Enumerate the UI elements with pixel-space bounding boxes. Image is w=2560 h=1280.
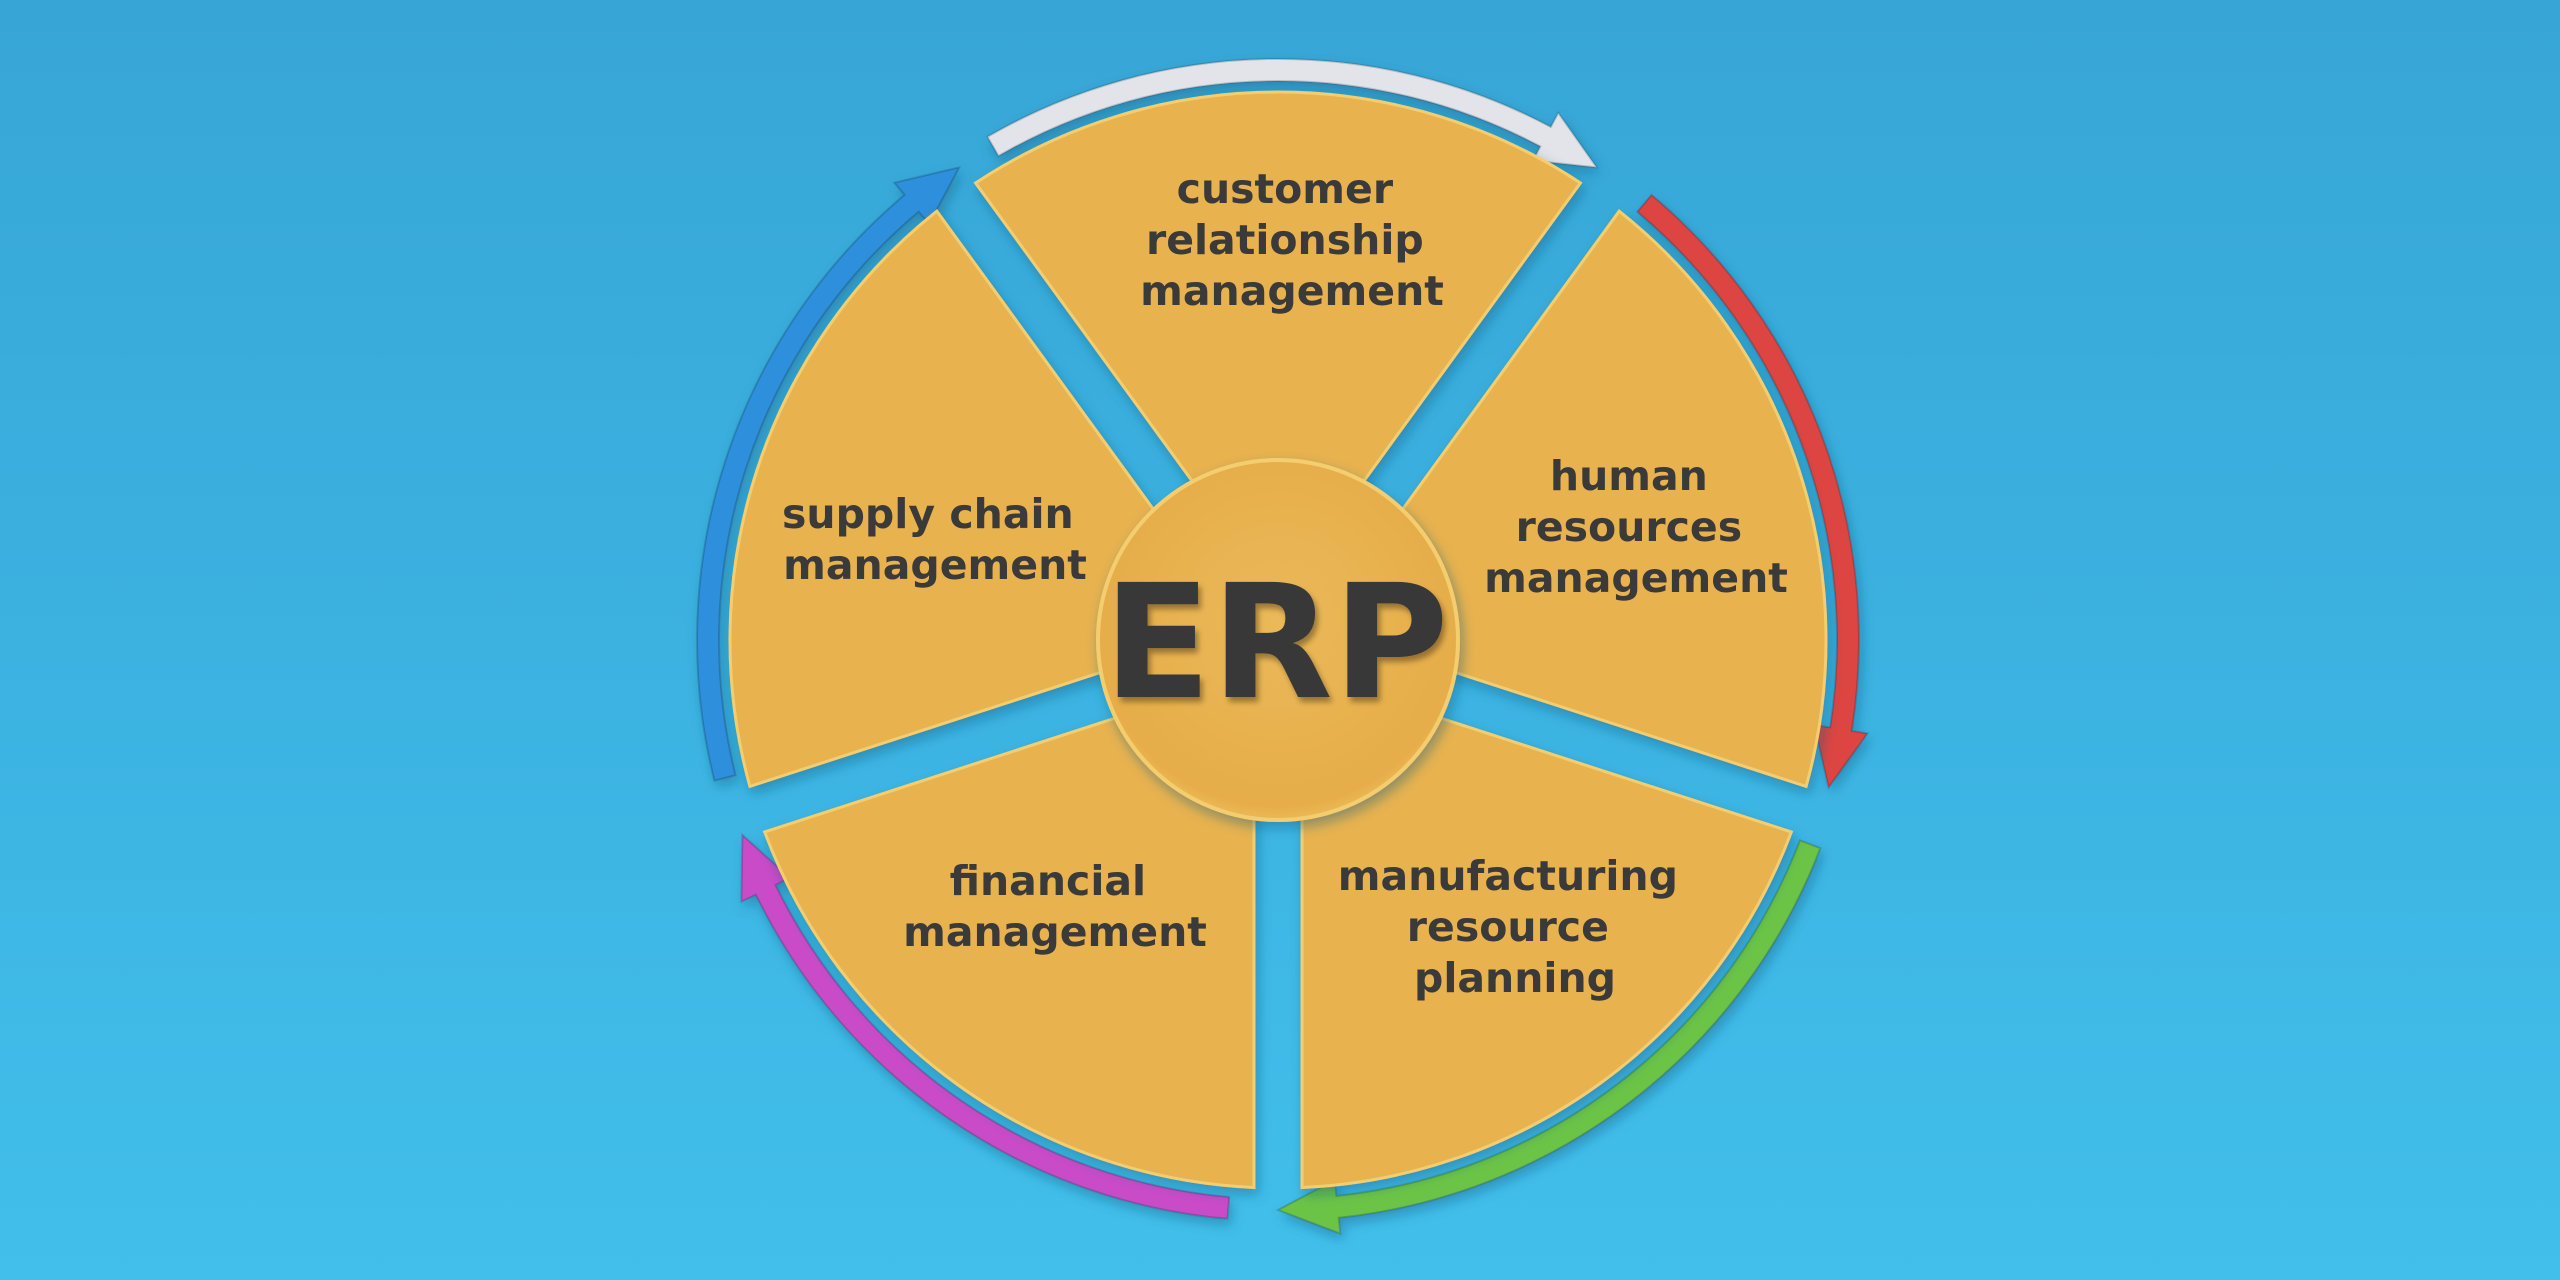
label-line: manufacturing xyxy=(1338,852,1678,900)
label-financial-management: financial management xyxy=(903,857,1207,956)
label-line: resource xyxy=(1407,903,1609,951)
arrow-red-icon xyxy=(1635,193,1870,790)
label-line: management xyxy=(783,541,1087,589)
label-line: management xyxy=(903,908,1207,956)
segment-scm xyxy=(728,209,1173,789)
label-line: supply chain xyxy=(782,490,1074,538)
arrow-white-icon xyxy=(986,58,1599,169)
center-hub: ERP xyxy=(1096,458,1460,822)
label-line: management xyxy=(1484,554,1788,602)
center-label: ERP xyxy=(1103,551,1448,735)
label-line: human xyxy=(1550,452,1708,500)
segments xyxy=(728,90,1828,1190)
arrow-blue-icon xyxy=(696,165,962,782)
label-line: customer xyxy=(1177,165,1394,213)
segment-crm xyxy=(973,90,1583,506)
segment-hrm xyxy=(1383,209,1828,789)
label-line: resources xyxy=(1516,503,1743,551)
arrow-green-icon xyxy=(1275,839,1822,1236)
segment-fm xyxy=(762,707,1256,1190)
center-hub-circle xyxy=(1096,458,1460,822)
label-line: planning xyxy=(1414,954,1616,1002)
label-line: management xyxy=(1140,267,1444,315)
label-human-resources-management: human resources management xyxy=(1484,452,1788,602)
label-supply-chain-management: supply chain management xyxy=(782,490,1088,589)
label-line: financial xyxy=(950,857,1147,905)
label-line: relationship xyxy=(1146,216,1424,264)
cycle-arrows xyxy=(696,58,1870,1236)
label-manufacturing-resource-planning: manufacturing resource planning xyxy=(1338,852,1692,1002)
arrow-magenta-icon xyxy=(740,832,1231,1220)
label-customer-relationship-management: customer relationship management xyxy=(1140,165,1444,315)
segment-mrp xyxy=(1300,707,1794,1190)
